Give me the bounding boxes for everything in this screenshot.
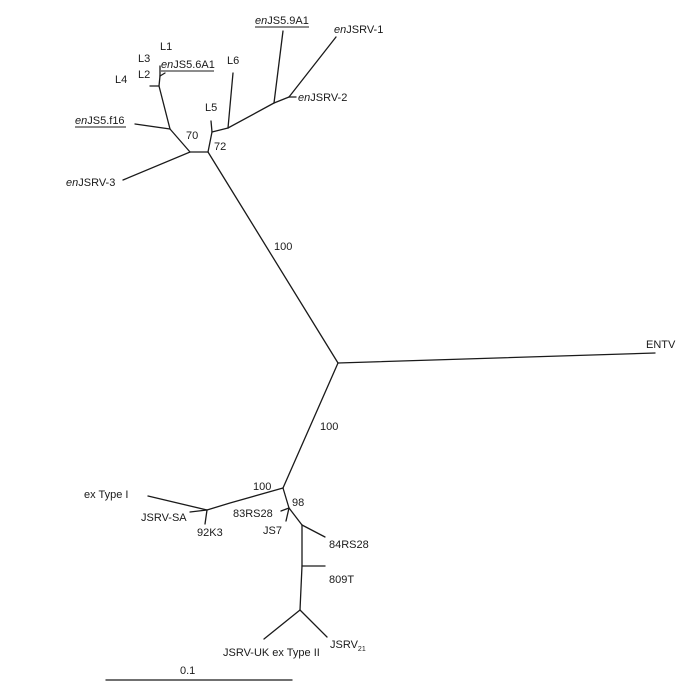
branch-to-enjsrv-3 <box>122 151 209 181</box>
bootstrap-100-lower: 100 <box>320 421 338 433</box>
tip-label-l1: L1 <box>160 41 172 53</box>
branch-to-type-i-group <box>206 487 284 511</box>
branch-to-enjs5-9a1 <box>273 30 284 104</box>
tip-label-ex-type-i: ex Type I <box>84 489 128 501</box>
branch-to-enjsrv-2-node <box>273 96 290 104</box>
bootstrap-100-exogenous: 100 <box>253 481 271 493</box>
tip-label-jsrv21: JSRV21 <box>330 639 366 653</box>
branch-to-right-group <box>207 131 213 153</box>
scale-bar-label: 0.1 <box>180 665 195 677</box>
tip-label-809t: 809T <box>329 574 354 586</box>
branch-to-84rs28 <box>301 524 326 538</box>
branch-to-ex-type-i <box>147 495 208 511</box>
tip-label-jsrv-sa: JSRV-SA <box>141 512 187 524</box>
bootstrap-72: 72 <box>214 141 226 153</box>
bootstrap-70: 70 <box>186 130 198 142</box>
branch-to-jsrv-sa <box>189 509 208 513</box>
branch-to-jsrv-uk <box>263 609 301 640</box>
branch-to-type-ii-group <box>282 487 290 509</box>
branch-to-92k3 <box>204 509 208 525</box>
branch-to-js7 <box>285 507 290 522</box>
branch-to-l6 <box>227 72 234 129</box>
tip-label-84rs28: 84RS28 <box>329 539 369 551</box>
tip-label-92k3: 92K3 <box>197 527 223 539</box>
tip-label-enjs5-9a1: enJS5.9A1 <box>255 15 309 27</box>
tip-label-js7: JS7 <box>263 525 282 537</box>
branch-to-enjs5-f16 <box>134 123 171 130</box>
tip-label-l4: L4 <box>115 74 127 86</box>
tip-label-enjsrv-2: enJSRV-2 <box>298 92 347 104</box>
tip-label-enjs5-6a1: enJS5.6A1 <box>161 59 215 71</box>
branch-to-entv <box>337 352 656 364</box>
branch-to-l-group <box>169 128 191 153</box>
branch-to-83rs28 <box>280 507 290 512</box>
tip-label-entv: ENTV <box>646 339 676 351</box>
tip-label-l3: L3 <box>138 53 150 65</box>
tip-label-enjsrv-3: enJSRV-3 <box>66 177 115 189</box>
branch-to-l5 <box>210 120 213 133</box>
tree-branches <box>105 30 656 681</box>
branch-to-jsrv21 <box>299 609 328 638</box>
bootstrap-100-upper: 100 <box>274 241 292 253</box>
branch-to-enjsrv-1 <box>288 36 337 98</box>
branch-to-l4 <box>149 85 171 130</box>
bootstrap-98: 98 <box>292 497 304 509</box>
branch-to-endogenous-clade <box>207 151 339 364</box>
tip-label-jsrv-uk-ex-type-ii: JSRV-UK ex Type II <box>223 647 320 659</box>
tip-label-l2: L2 <box>138 69 150 81</box>
bootstrap-values: 70 72 100 100 100 98 <box>186 130 338 509</box>
tip-labels: enJS5.9A1 enJSRV-1 L1 L3 enJS5.6A1 L6 L2… <box>66 15 676 659</box>
branch-to-l6-node <box>211 127 229 133</box>
tip-label-enjs5-f16: enJS5.f16 <box>75 115 125 127</box>
branch-to-l1 <box>159 72 166 77</box>
branch-to-final-node <box>299 565 303 611</box>
tip-label-l6: L6 <box>227 55 239 67</box>
branch-to-enjsrv-node <box>227 102 275 129</box>
branch-to-exogenous-clade <box>282 362 339 489</box>
tip-label-l5: L5 <box>205 102 217 114</box>
tip-label-enjsrv-1: enJSRV-1 <box>334 24 383 36</box>
tip-label-83rs28: 83RS28 <box>233 508 273 520</box>
branch-to-lower-node <box>288 507 303 526</box>
branch-to-l2 <box>158 75 161 87</box>
